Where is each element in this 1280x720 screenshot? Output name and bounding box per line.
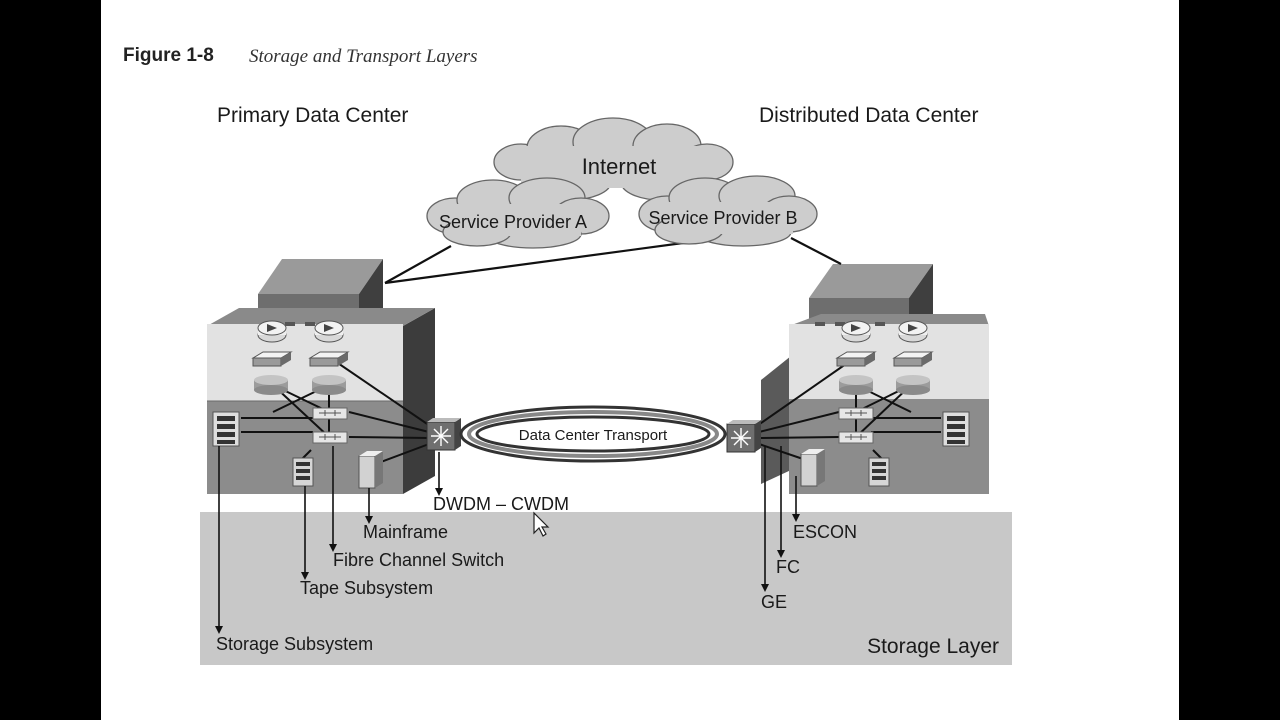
fibre-channel-switch-label: Fibre Channel Switch [333,550,504,570]
storage-transport-diagram: Storage Layer [200,104,1012,665]
tape-subsystem-label: Tape Subsystem [300,578,433,598]
optical-switch-icon [726,420,761,453]
page: Figure 1-8 Storage and Transport Layers … [101,0,1179,720]
figure-title: Storage and Transport Layers [249,46,478,67]
fibre-channel-switch-icon [838,407,874,420]
distributed-data-center [726,264,989,494]
service-provider-a-fill [451,204,581,236]
primary-building-top [207,308,435,326]
primary-building-side [403,308,435,494]
primary-roof-top [258,259,383,294]
switch-icon [251,351,293,367]
primary-storage-arrows [218,446,440,628]
primary-data-center [207,259,461,494]
cursor-pointer-icon [533,511,550,537]
switch-icon [835,351,877,367]
service-provider-a-label: Service Provider A [439,212,587,232]
data-center-transport-ring [459,405,727,463]
storage-layer-band [200,512,1012,665]
switch-icon [308,351,350,367]
distributed-storage-arrows [764,446,797,586]
storage-subsystem-label: Storage Subsystem [216,634,373,654]
storage-cylinder-icon [896,375,930,395]
tape-icon [868,457,890,487]
storage-array-icon [942,411,970,447]
distributed-roof-top [809,264,933,298]
router-icon [314,320,344,343]
tape-icon [292,457,314,487]
distributed-arrowheads [761,514,800,592]
router-icon [898,320,928,343]
ge-label: GE [761,592,787,612]
service-provider-b-label: Service Provider B [648,208,797,228]
storage-cylinder-icon [839,375,873,395]
storage-array-icon [212,411,240,447]
distributed-upper-floor [789,324,989,399]
fibre-channel-switch-icon [312,407,348,420]
primary-arrowheads [215,488,443,634]
router-icon [841,320,871,343]
wan-links [384,237,842,285]
figure-number: Figure 1-8 [123,45,214,66]
primary-upper-floor [207,324,403,401]
data-center-transport-label: Data Center Transport [519,427,668,444]
router-icon [257,320,287,343]
service-provider-b-fill [663,202,793,234]
storage-cylinder-icon [312,375,346,395]
fc-label: FC [776,557,800,577]
mainframe-label: Mainframe [363,522,448,542]
optical-switch-icon [426,418,461,451]
storage-layer-title: Storage Layer [867,635,999,658]
escon-label: ESCON [793,522,857,542]
fibre-channel-switch-icon [838,431,874,444]
internet-label: Internet [582,154,657,179]
primary-data-center-title: Primary Data Center [217,104,408,127]
mainframe-icon [358,451,383,489]
mainframe-icon [800,449,825,487]
distributed-data-center-title: Distributed Data Center [759,104,978,127]
dwdm-cwdm-label: DWDM – CWDM [433,494,569,514]
switch-icon [892,351,934,367]
fibre-channel-switch-icon [312,431,348,444]
storage-cylinder-icon [254,375,288,395]
